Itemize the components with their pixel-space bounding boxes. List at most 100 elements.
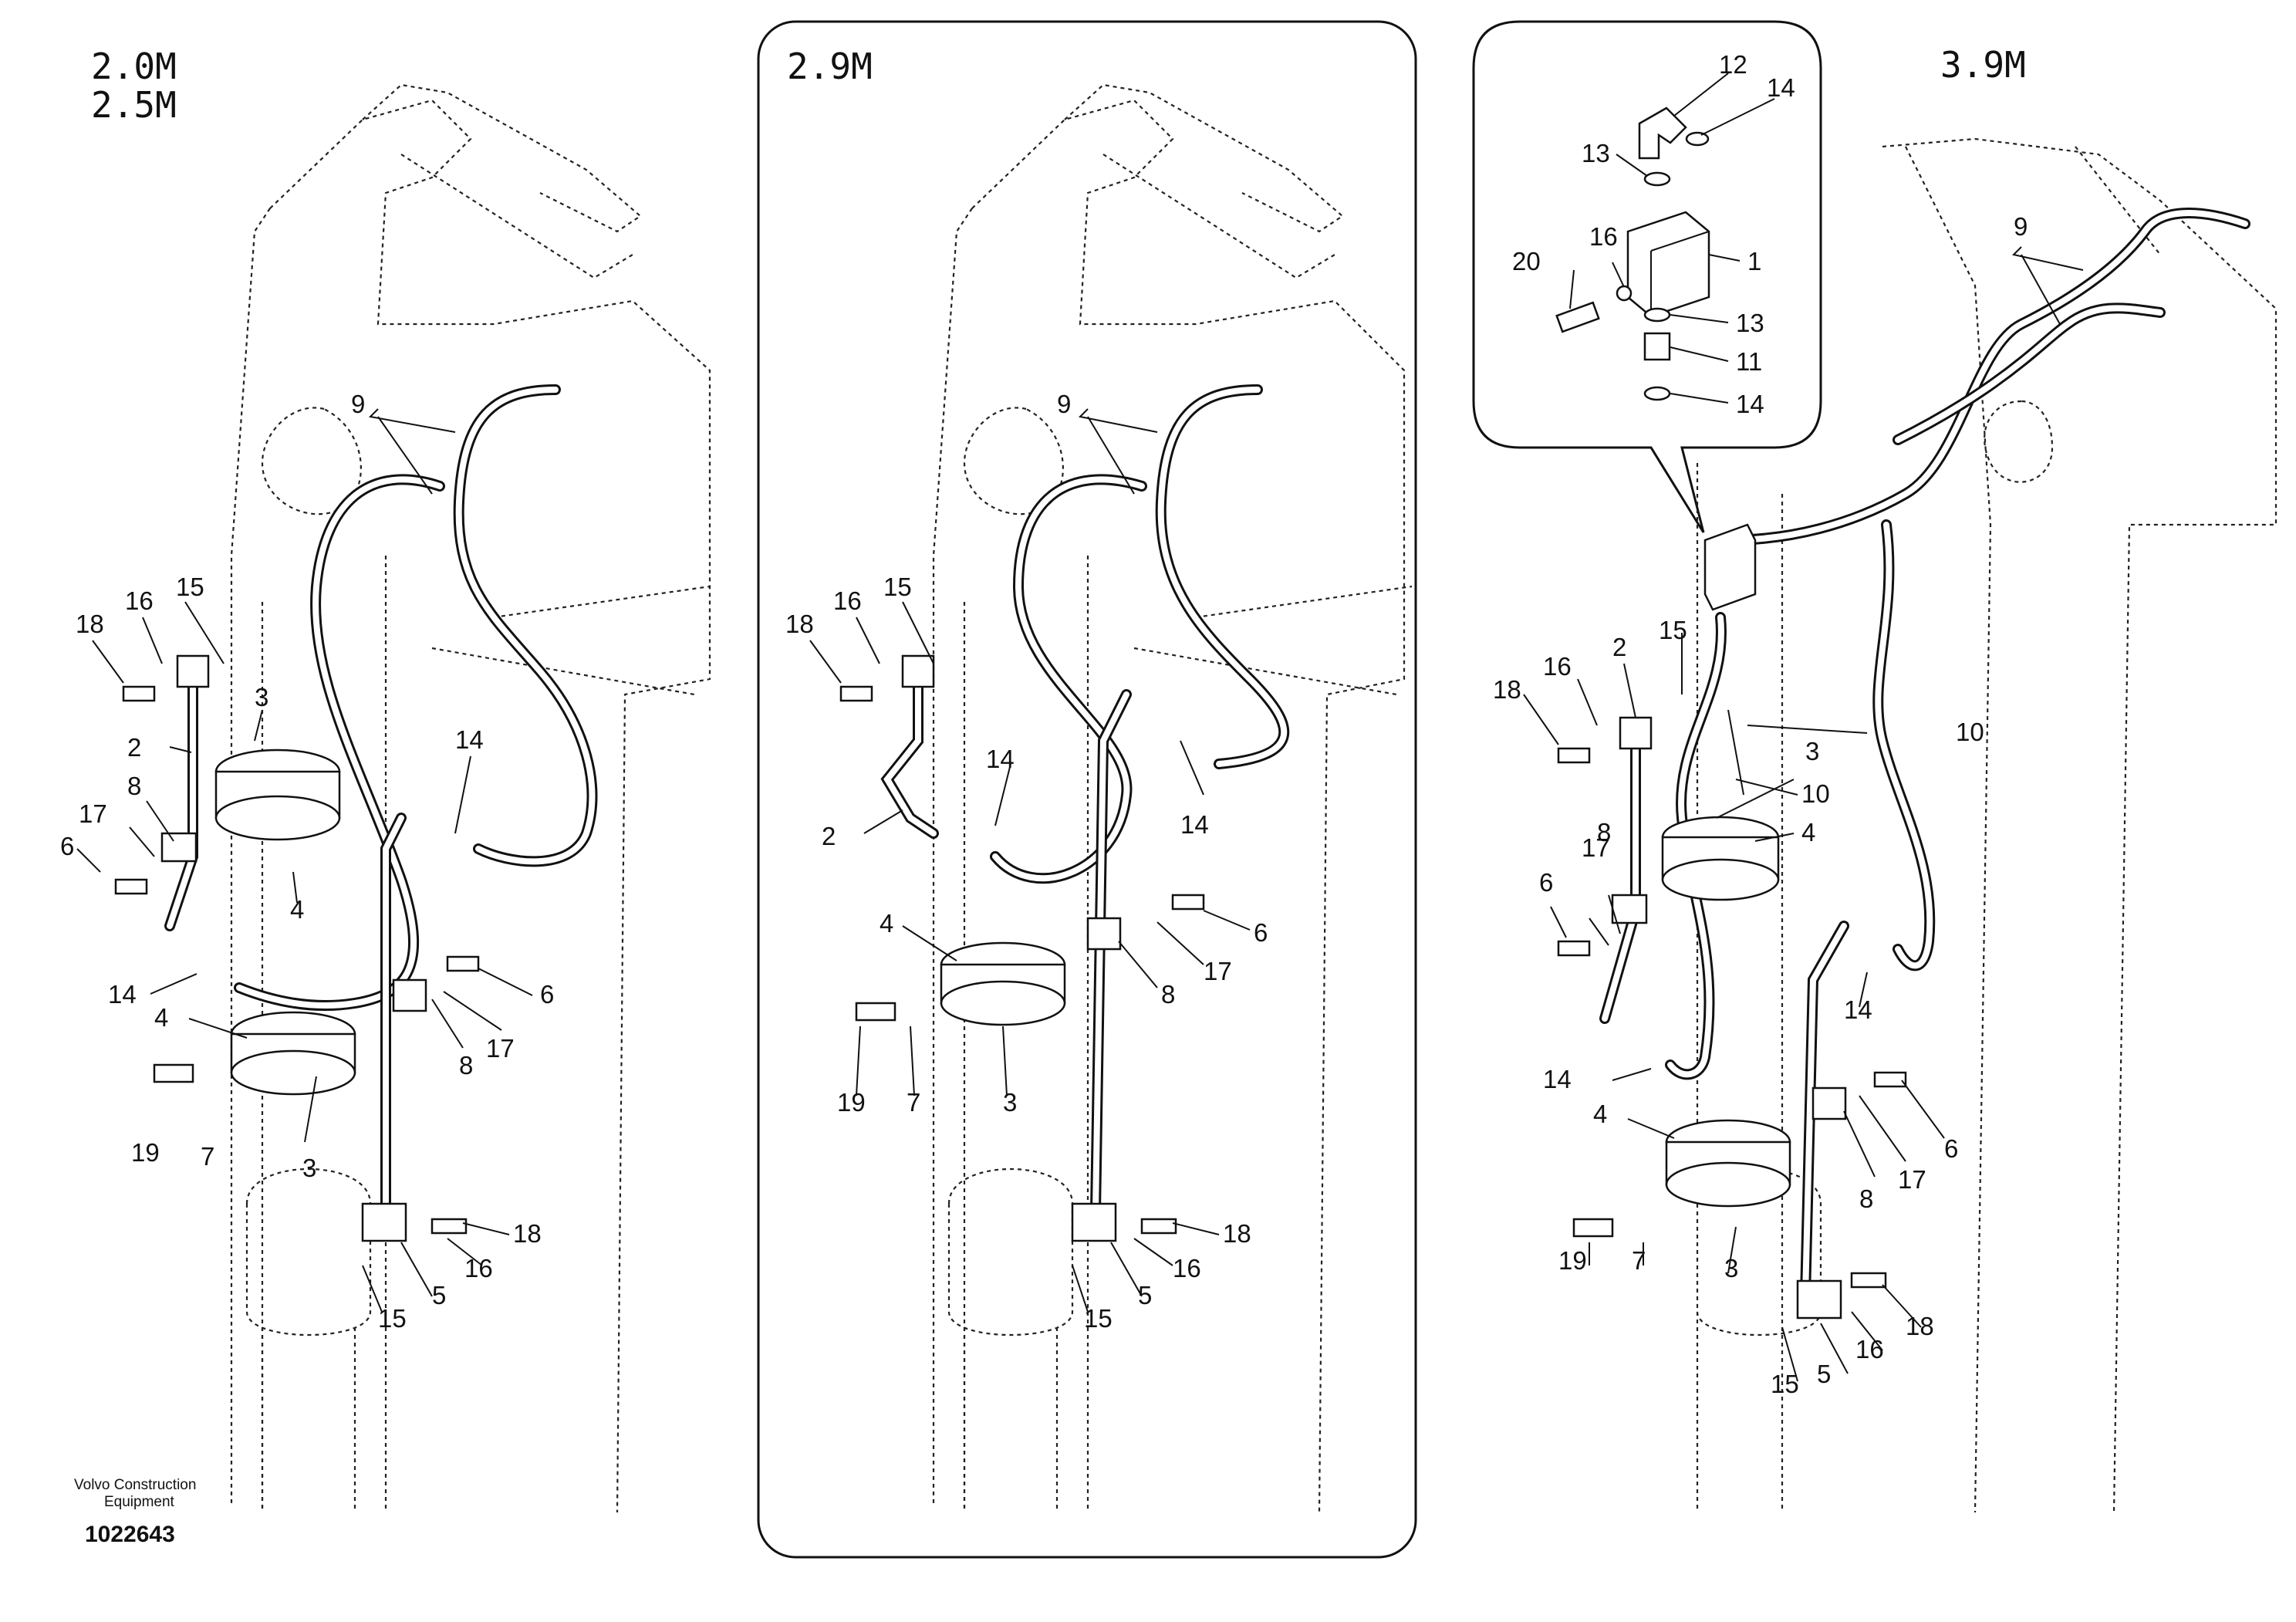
bolt-6 xyxy=(114,878,148,895)
o-ring-14 xyxy=(1643,386,1671,401)
callout-1: 1 xyxy=(1747,247,1761,275)
clamp-upper xyxy=(1661,816,1780,901)
callout-6b: 6 xyxy=(1944,1134,1958,1163)
callout-10: 10 xyxy=(1801,779,1830,808)
callout-16: 16 xyxy=(1543,652,1572,681)
footer-drawing-number: 1022643 xyxy=(85,1522,175,1547)
block-8 xyxy=(160,832,198,863)
bolt-6 xyxy=(1171,894,1205,911)
callout-13: 13 xyxy=(1582,139,1610,167)
callout-7: 7 xyxy=(1632,1246,1646,1275)
callout-5: 5 xyxy=(1138,1281,1152,1309)
boom-outline xyxy=(932,83,1413,1513)
callout-18: 18 xyxy=(76,610,104,638)
callout-14b: 14 xyxy=(1543,1065,1572,1093)
valve-block-1 xyxy=(1626,211,1710,318)
inset-frame xyxy=(1472,20,1822,533)
callout-16: 16 xyxy=(125,586,154,615)
clamp-lower xyxy=(1665,1119,1791,1208)
callout-9: 9 xyxy=(2014,212,2028,241)
callout-11: 11 xyxy=(1736,347,1762,376)
callout-20: 20 xyxy=(1512,247,1541,275)
bolt-19 xyxy=(855,1002,896,1022)
callout-8: 8 xyxy=(1597,818,1611,846)
block-5 xyxy=(1071,1202,1117,1242)
callout-17: 17 xyxy=(1204,957,1232,985)
callout-16b: 16 xyxy=(1855,1335,1884,1363)
bolt-6b xyxy=(1873,1071,1907,1088)
callout-18b: 18 xyxy=(513,1219,542,1248)
block-5 xyxy=(1796,1279,1842,1320)
clamp-lower xyxy=(230,1011,356,1096)
panel-3-9m: 3.9M 12 14 13 16 20 1 13 11 14 xyxy=(1472,20,2277,1513)
callout-15: 15 xyxy=(176,573,204,601)
footer-brand-2: Equipment xyxy=(104,1494,175,1510)
block-8b xyxy=(1811,1086,1847,1120)
callout-3: 3 xyxy=(1003,1088,1017,1117)
callout-15b: 15 xyxy=(1084,1304,1113,1333)
bolt-6b xyxy=(446,955,480,972)
callout-14: 14 xyxy=(1844,995,1872,1024)
panel-frame xyxy=(757,20,1417,1559)
bolt-20 xyxy=(1555,301,1600,333)
callout-17b: 17 xyxy=(1898,1165,1926,1194)
o-ring-14b xyxy=(1685,131,1710,147)
callout-15: 15 xyxy=(1659,616,1687,644)
bolt-18b xyxy=(1140,1218,1177,1235)
callout-8: 8 xyxy=(127,772,141,800)
block-2-top xyxy=(1619,716,1653,750)
callout-15: 15 xyxy=(883,573,912,601)
bolt-19 xyxy=(153,1063,194,1083)
cylinder-outline xyxy=(245,1168,372,1512)
block-8 xyxy=(1086,917,1122,951)
hose-upper xyxy=(1155,384,1290,769)
callout-3: 3 xyxy=(255,683,268,711)
block-5 xyxy=(361,1202,407,1242)
o-ring-13b xyxy=(1643,307,1671,323)
pipe-2 xyxy=(1599,735,1641,1024)
callout-6: 6 xyxy=(1254,918,1268,947)
callout-17b: 17 xyxy=(486,1034,515,1063)
callout-8: 8 xyxy=(1161,980,1175,1009)
callout-16b: 16 xyxy=(1173,1254,1201,1282)
bolt-18b xyxy=(1850,1272,1887,1289)
callout-4: 4 xyxy=(290,895,304,924)
callout-4: 4 xyxy=(880,909,893,938)
callout-8b: 8 xyxy=(459,1051,473,1080)
bolt-6 xyxy=(1557,940,1591,957)
callout-7: 7 xyxy=(201,1142,214,1171)
callout-18b: 18 xyxy=(1223,1219,1251,1248)
callout-2: 2 xyxy=(822,822,836,850)
callout-16: 16 xyxy=(833,586,862,615)
callout-14b: 14 xyxy=(1180,810,1209,839)
o-ring-13 xyxy=(1643,171,1671,187)
callout-9: 9 xyxy=(1057,390,1071,418)
callout-4b: 4 xyxy=(1593,1100,1607,1128)
callout-13b: 13 xyxy=(1736,309,1764,337)
callout-17: 17 xyxy=(1582,833,1610,862)
callout-2: 2 xyxy=(1612,633,1626,661)
panel-2-9m: 2.9M 9 18 16 15 14 14 2 xyxy=(757,20,1417,1559)
block-8b xyxy=(392,978,427,1012)
callout-18: 18 xyxy=(785,610,814,638)
callout-3: 3 xyxy=(1805,737,1819,765)
block-2-top xyxy=(901,654,935,688)
callout-19: 19 xyxy=(131,1138,160,1167)
block-2-top xyxy=(176,654,210,688)
hose-9 xyxy=(1723,208,2250,546)
bolt-18b xyxy=(430,1218,468,1235)
callout-19: 19 xyxy=(1558,1246,1587,1275)
callout-2: 2 xyxy=(127,733,141,762)
adapter-11 xyxy=(1643,332,1671,361)
callout-9: 9 xyxy=(351,390,365,418)
callout-8b: 8 xyxy=(1859,1184,1873,1213)
callout-15b: 15 xyxy=(1771,1370,1799,1398)
callout-12: 12 xyxy=(1719,50,1747,79)
callout-5: 5 xyxy=(432,1281,446,1309)
callout-4b: 4 xyxy=(154,1003,168,1032)
callout-6b: 6 xyxy=(540,980,554,1009)
bolt-18 xyxy=(1557,747,1591,764)
callout-14: 14 xyxy=(455,725,484,754)
callout-5: 5 xyxy=(1817,1360,1831,1388)
